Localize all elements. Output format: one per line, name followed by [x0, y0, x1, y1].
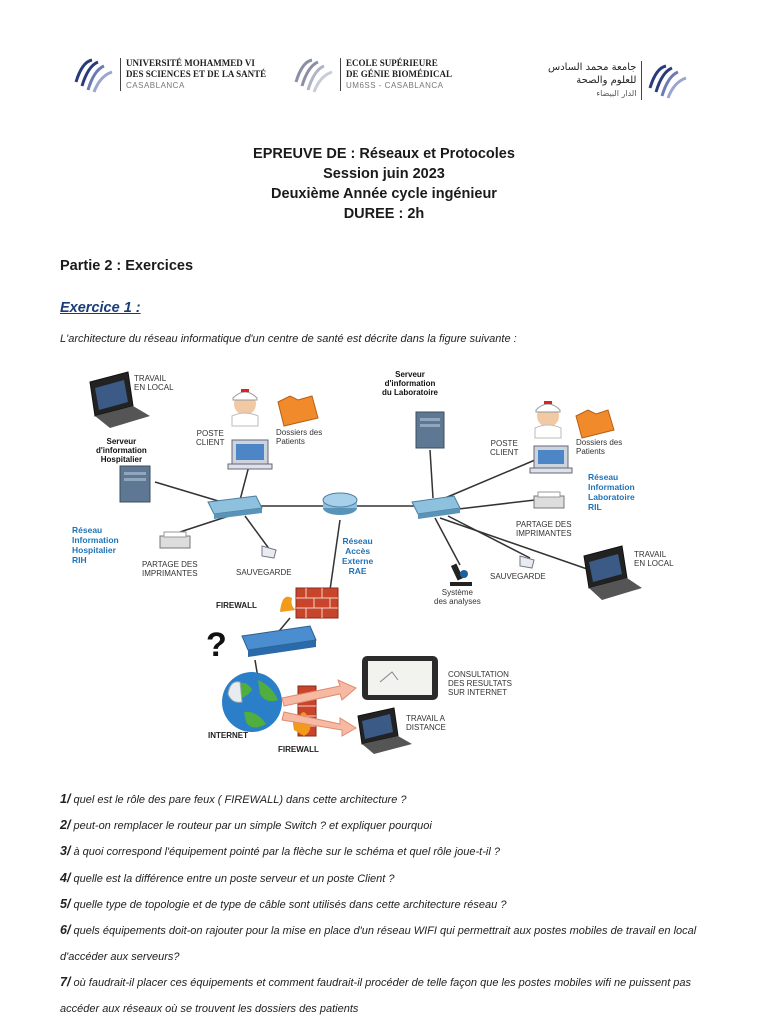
- server-lab-icon: [415, 411, 445, 449]
- question-1: 1/ quel est le rôle des pare feux ( FIRE…: [60, 792, 407, 806]
- unknown-device-icon: [241, 625, 317, 657]
- backup-drive-1-icon: [261, 545, 277, 559]
- question-6: 6/ quels équipements doit-on rajouter po…: [60, 923, 697, 963]
- printer-2-icon: [533, 491, 565, 509]
- firewall-1-icon: [280, 587, 339, 619]
- question-3: 3/ à quoi correspond l'équipement pointé…: [60, 844, 500, 858]
- exam-session: Session juin 2023: [323, 166, 445, 182]
- um6ss-logo-icon: [74, 58, 113, 93]
- logo3-line2: للعلوم والصحة: [576, 74, 637, 86]
- label-internet: INTERNET: [208, 731, 248, 740]
- esgb-logo-icon: [294, 58, 333, 93]
- laptop-local-1-icon: [89, 371, 150, 428]
- logo-esgb: ECOLE SUPÉRIEURE DE GÉNIE BIOMÉDICAL UM6…: [292, 52, 452, 96]
- exam-title: EPREUVE DE : Réseaux et Protocoles: [253, 146, 515, 162]
- label-sauvegarde-1: SAUVEGARDE: [236, 568, 292, 577]
- tablet-icon: [362, 656, 438, 700]
- nurse-2-icon: [534, 401, 562, 439]
- logo2-line3: UM6SS - CASABLANCA: [346, 80, 444, 90]
- logo2-line2: DE GÉNIE BIOMÉDICAL: [346, 68, 453, 79]
- router-icon: [322, 492, 358, 515]
- label-firewall-2: FIREWALL: [278, 745, 319, 754]
- exam-year: Deuxième Année cycle ingénieur: [271, 186, 497, 202]
- logo-um6ss-text: UNIVERSITÉ MOHAMMED VI DES SCIENCES ET D…: [120, 57, 267, 91]
- question-7: 7/ où faudrait-il placer ces équipements…: [60, 975, 692, 1015]
- part-title: Partie 2 : Exercices: [60, 258, 194, 274]
- client-monitor-1-icon: [227, 439, 273, 470]
- question-mark: ?: [206, 626, 227, 664]
- exercise-title: Exercice 1 :: [60, 300, 141, 316]
- logo1-line1: UNIVERSITÉ MOHAMMED VI: [126, 57, 255, 68]
- exam-duration: DUREE : 2h: [343, 206, 425, 222]
- client-monitor-2-icon: [529, 445, 573, 474]
- logo-esgb-text: ECOLE SUPÉRIEURE DE GÉNIE BIOMÉDICAL UM6…: [340, 57, 453, 91]
- arrow-to-laptop-icon: [281, 711, 357, 737]
- laptop-local-2-icon: [583, 545, 642, 600]
- logo1-line3: CASABLANCA: [126, 80, 185, 90]
- question-2: 2/ peut-on remplacer le routeur par un s…: [60, 818, 432, 832]
- arabic-logo-icon: [649, 64, 687, 99]
- question-4: 4/ quelle est la différence entre un pos…: [60, 871, 395, 885]
- logo3-line3: الدار البيضاء: [596, 88, 637, 98]
- question-5: 5/ quelle type de topologie et de type d…: [60, 897, 507, 911]
- logo-arabic-text: جامعة محمد السادس للعلوم والصحة الدار ال…: [548, 60, 643, 100]
- label-sauvegarde-2: SAUVEGARDE: [490, 572, 546, 581]
- server-hospital-icon: [119, 465, 151, 503]
- network-diagram: [89, 371, 642, 754]
- exam-title-block: EPREUVE DE : Réseaux et Protocoles Sessi…: [0, 144, 768, 224]
- switch-1-icon: [207, 495, 263, 519]
- printer-1-icon: [159, 531, 191, 549]
- microscope-icon: [450, 563, 472, 586]
- exercise-intro: L'architecture du réseau informatique d'…: [60, 333, 517, 345]
- switch-2-icon: [411, 495, 461, 519]
- arrow-to-tablet-icon: [281, 679, 357, 707]
- nurse-1-icon: [231, 389, 259, 427]
- logo-arabic: جامعة محمد السادس للعلوم والصحة الدار ال…: [548, 58, 690, 102]
- logo2-line1: ECOLE SUPÉRIEURE: [346, 57, 438, 68]
- logo3-line1: جامعة محمد السادس: [548, 61, 637, 73]
- laptop-remote-icon: [357, 707, 412, 754]
- logo1-line2: DES SCIENCES ET DE LA SANTÉ: [126, 68, 267, 79]
- folder-patients-2-icon: [575, 409, 615, 439]
- folder-patients-1-icon: [277, 395, 319, 427]
- internet-globe-icon: [222, 672, 282, 732]
- label-firewall-1: FIREWALL: [216, 601, 257, 610]
- backup-drive-2-icon: [519, 555, 535, 569]
- logo-um6ss: UNIVERSITÉ MOHAMMED VI DES SCIENCES ET D…: [72, 52, 266, 96]
